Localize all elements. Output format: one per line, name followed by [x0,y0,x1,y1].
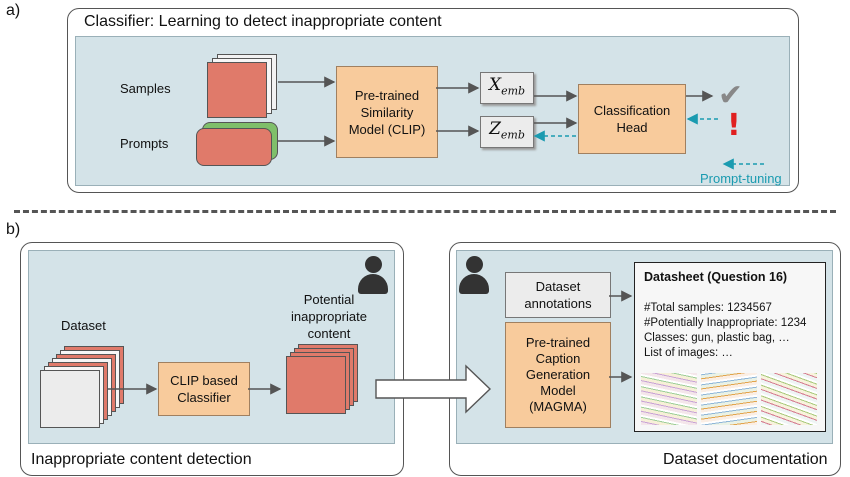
user-icon [458,256,490,296]
samples-stack [205,54,277,120]
classification-head-box: Classification Head [578,84,686,154]
word-cloud-image [761,373,817,425]
classification-head-label: Classification Head [593,103,671,135]
dataset-annotations-box: Dataset annotations [505,272,611,318]
datasheet-line-total: #Total samples: 1234567 [644,302,772,314]
dataset-stack [40,346,130,430]
caption-model-box: Pre-trained Caption Generation Model (MA… [505,322,611,428]
potential-label: Potential inappropriate content [291,292,367,341]
z-emb-box: Zemb [480,116,534,148]
datasheet-line-classes: Classes: gun, plastic bag, … [644,332,790,344]
clip-classifier-label: CLIP based Classifier [170,373,238,405]
caption-model-label: Pre-trained Caption Generation Model (MA… [525,335,591,414]
prompts-label: Prompts [120,136,169,151]
panel-a-marker: a) [6,2,21,19]
potential-stack [284,344,360,418]
clip-classifier-box: CLIP based Classifier [158,362,250,416]
datasheet-panel: Datasheet (Question 16) #Total samples: … [634,262,826,432]
prompt-tuning-label: Prompt-tuning [700,171,782,186]
user-icon [357,256,389,296]
check-icon: ✔ [718,78,744,113]
dataset-label: Dataset [61,318,106,333]
x-emb-base: X [488,74,502,95]
prompts-stack [196,122,278,166]
left-caption: Inappropriate content detection [31,451,252,468]
section-divider [14,210,836,213]
datasheet-line-inappropriate: #Potentially Inappropriate: 1234 [644,317,807,329]
word-cloud-image [641,373,697,425]
clip-model-label: Pre-trained Similarity Model (CLIP) [348,87,426,137]
x-emb-sub: emb [501,84,526,98]
x-emb-box: Xemb [480,72,534,104]
dataset-annotations-label: Dataset annotations [524,279,592,311]
panel-a-title: Classifier: Learning to detect inappropr… [84,13,442,30]
panel-b-marker: b) [6,221,21,238]
datasheet-line-images: List of images: … [644,347,733,359]
exclamation-icon: ! [727,108,741,143]
z-emb-sub: emb [500,128,525,142]
datasheet-title: Datasheet (Question 16) [644,270,788,284]
word-cloud-image [701,373,757,425]
right-caption: Dataset documentation [663,451,828,468]
samples-label: Samples [120,81,171,96]
clip-model-box: Pre-trained Similarity Model (CLIP) [336,66,438,158]
z-emb-base: Z [489,118,501,139]
